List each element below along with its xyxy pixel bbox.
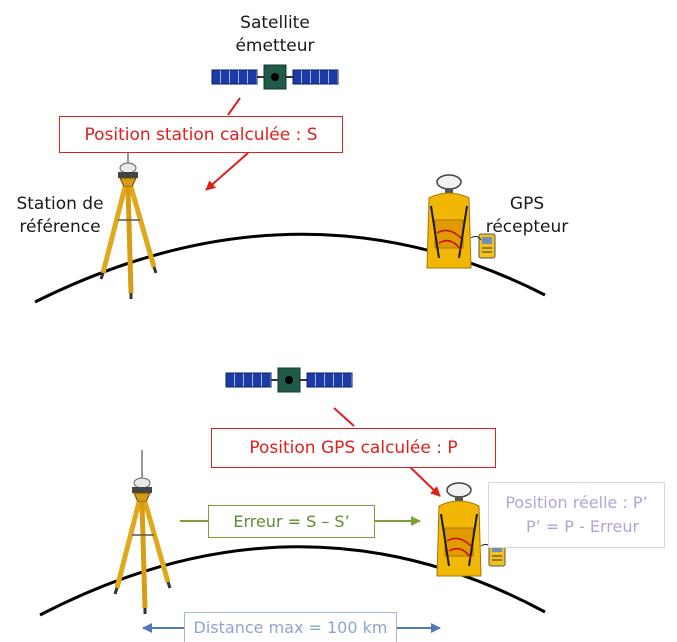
station-position-text: Position station calculée : S bbox=[84, 124, 318, 145]
station-label: Station de référence bbox=[5, 193, 115, 239]
satellite-link-top bbox=[227, 97, 241, 116]
satellite-label-line1: Satellite bbox=[240, 13, 310, 33]
station-label-line1: Station de bbox=[16, 194, 104, 214]
arrow-to-gps bbox=[409, 466, 441, 497]
gps-position-box: Position GPS calculée : P bbox=[211, 428, 496, 468]
gps-label-line2: récepteur bbox=[485, 217, 569, 237]
gps-label: GPS récepteur bbox=[472, 193, 582, 239]
real-position-line1: Position réelle : P’ bbox=[505, 493, 648, 512]
station-position-box: Position station calculée : S bbox=[59, 116, 343, 153]
satellite-emitter-icon bbox=[211, 64, 339, 90]
satellite-label-line2: émetteur bbox=[235, 36, 315, 56]
error-text: Erreur = S – S’ bbox=[233, 512, 350, 531]
satellite-bottom-icon bbox=[225, 367, 353, 393]
earth-curve-bottom bbox=[39, 545, 546, 617]
gps-position-text: Position GPS calculée : P bbox=[249, 438, 458, 458]
distance-box: Distance max = 100 km bbox=[184, 612, 397, 642]
satellite-label: Satellite émetteur bbox=[215, 12, 335, 58]
earth-curve-top bbox=[34, 232, 546, 304]
station-label-line2: référence bbox=[19, 217, 101, 237]
gps-label-line1: GPS bbox=[509, 194, 545, 214]
real-position-line2: P’ = P - Erreur bbox=[525, 517, 640, 536]
reference-station-bottom-icon bbox=[115, 450, 170, 614]
satellite-link-bottom bbox=[333, 407, 355, 427]
error-box: Erreur = S – S’ bbox=[208, 505, 375, 538]
real-position-box: Position réelle : P’ P’ = P - Erreur bbox=[488, 482, 665, 548]
distance-text: Distance max = 100 km bbox=[193, 618, 388, 637]
arrow-to-station bbox=[205, 152, 249, 191]
